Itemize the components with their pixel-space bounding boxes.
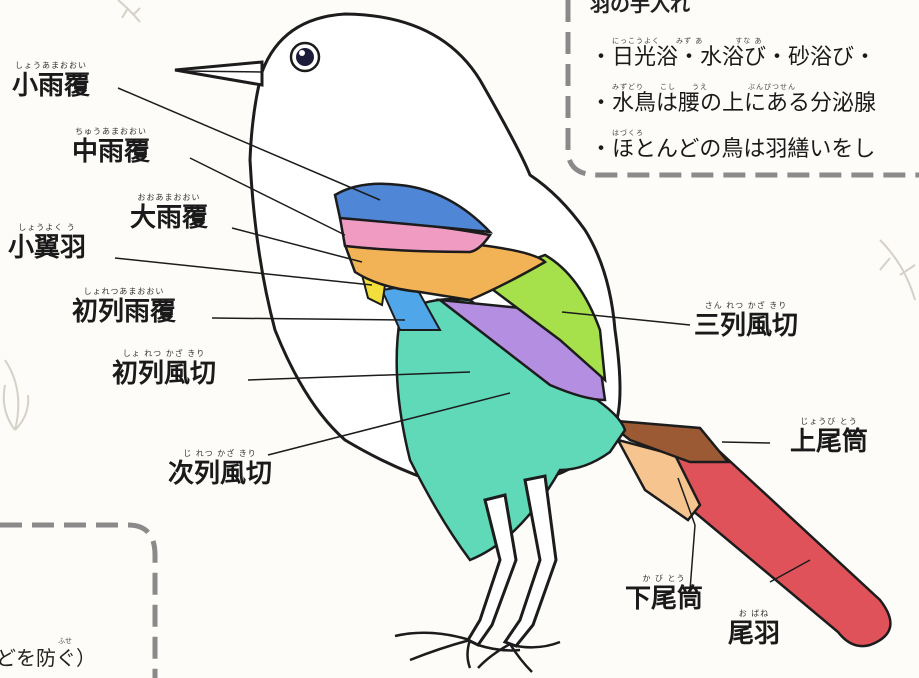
label-jiretsukazakiri: じ れつ かざ きり 次列風切 [168, 449, 273, 489]
label-ooamaooi: おおあまおおい 大雨覆 [130, 193, 209, 233]
care-line-1: にっこうよく みず あ すな あ ・日光浴・水浴び・砂浴び・ [590, 38, 876, 69]
care-line-2: みずどり こし うえ ぶんぴつせん ・水鳥は腰の上にある分泌腺 [590, 84, 876, 115]
leaf-sketch-top [117, 0, 141, 23]
label-text: 初列雨覆 [72, 297, 177, 327]
bottom-note-text: どを防ぐ） [0, 646, 96, 670]
care-line-ruby: みずどり こし うえ ぶんぴつせん [612, 83, 796, 91]
care-line-text: ・ほとんどの鳥は羽繕いをし [590, 137, 876, 162]
label-text: 大雨覆 [130, 203, 209, 233]
label-ruby: おおあまおおい [137, 193, 201, 202]
label-text: 小翼羽 [8, 233, 87, 263]
label-text: 三列風切 [694, 311, 799, 341]
eye-highlight [299, 50, 305, 56]
label-text: 初列風切 [112, 359, 217, 389]
wing-tertials [477, 253, 607, 384]
uppertail-coverts [601, 418, 731, 464]
label-ruby: じ れつ かざ きり [183, 449, 257, 458]
label-ruby: しょれつあまおおい [83, 287, 165, 296]
label-text: 下尾筒 [625, 584, 704, 614]
label-text: 上尾筒 [790, 427, 869, 457]
leaf-sketch-right [879, 239, 916, 301]
care-box-title: 羽の手入れ [590, 0, 690, 16]
care-line-ruby: はづくろ [612, 129, 644, 137]
label-obane: お ばね 尾羽 [728, 609, 781, 649]
label-kabitou: か び とう 下尾筒 [625, 574, 704, 614]
eye [296, 48, 314, 66]
leader-lines [114, 87, 811, 591]
label-ruby: か び とう [642, 574, 686, 583]
beak [174, 60, 264, 87]
beak-line [179, 70, 263, 73]
label-ruby: ちゅうあまおおい [75, 127, 147, 136]
care-line-ruby: にっこうよく みず あ すな あ [612, 37, 763, 45]
label-shoretsukazakiri: しょ れつ かざ きり 初列風切 [112, 349, 217, 389]
care-box-border [565, 0, 919, 178]
label-text: 中雨覆 [72, 137, 151, 167]
label-text: 小雨覆 [12, 71, 91, 101]
wing-lesser-coverts [333, 182, 494, 234]
tail-feathers [668, 438, 892, 648]
label-ruby: しょ れつ かざ きり [122, 349, 206, 358]
label-chuuamaooi: ちゅうあまおおい 中雨覆 [72, 127, 151, 167]
label-shouamaooi: しょうあまおおい 小雨覆 [12, 61, 91, 101]
feet [394, 631, 561, 673]
leaf-sketch-left [2, 359, 30, 431]
bottom-note-ruby: ふせ [58, 637, 72, 645]
label-ruby: しょうあまおおい [15, 61, 87, 70]
label-ruby: お ばね [738, 609, 770, 618]
care-line-3: はづくろ ・ほとんどの鳥は羽繕いをし [590, 130, 875, 161]
label-ruby: さん れつ かざ きり [704, 301, 788, 310]
label-sanretsukazakiri: さん れつ かざ きり 三列風切 [694, 301, 799, 341]
care-line-text: ・水鳥は腰の上にある分泌腺 [590, 91, 877, 116]
label-joubitou: じょうび とう 上尾筒 [790, 417, 869, 457]
label-text: 尾羽 [728, 619, 781, 649]
care-line-text: ・日光浴・水浴び・砂浴び・ [590, 45, 877, 70]
label-ruby: しょうよく う [18, 223, 76, 232]
bottom-box-border [0, 522, 158, 678]
label-shouyokuu: しょうよく う 小翼羽 [8, 223, 87, 263]
bottom-note: ふせ どを防ぐ） [0, 638, 96, 670]
label-text: 次列風切 [168, 459, 273, 489]
label-shoretsuamaooi: しょれつあまおおい 初列雨覆 [72, 287, 177, 327]
label-ruby: じょうび とう [800, 417, 858, 426]
